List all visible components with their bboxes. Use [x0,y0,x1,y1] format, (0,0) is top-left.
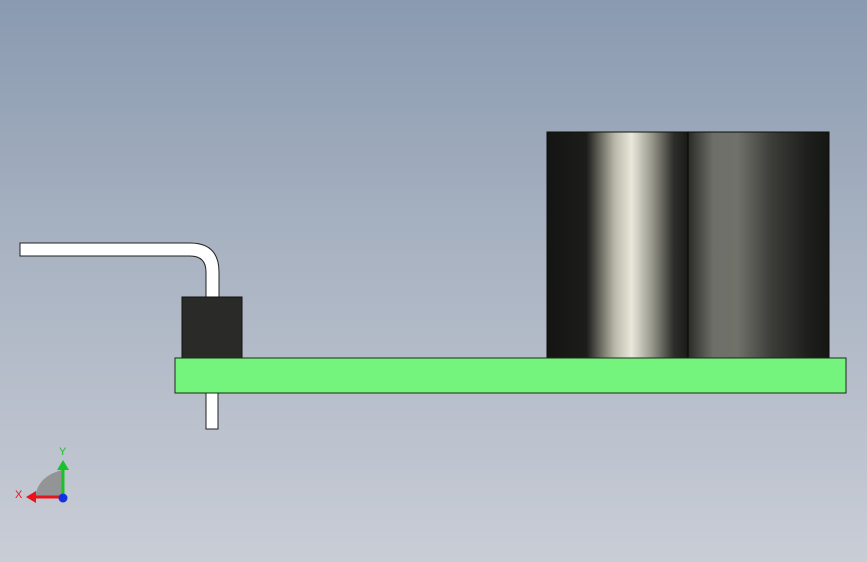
capacitor-left-half[interactable] [546,131,689,359]
x-axis-arrow [26,491,36,503]
triad-plane-indicator [35,470,62,497]
y-axis-label: Y [59,446,67,458]
header-block[interactable] [181,296,243,359]
header-pin-bent[interactable] [19,242,220,299]
coordinate-triad: Y X [15,446,69,503]
pcb-board[interactable] [174,357,847,394]
z-axis-dot [58,493,68,503]
capacitor-right-half[interactable] [687,131,830,359]
x-axis-label: X [15,489,23,501]
header-pin-lower[interactable] [205,392,219,430]
y-axis-arrow [57,460,69,470]
